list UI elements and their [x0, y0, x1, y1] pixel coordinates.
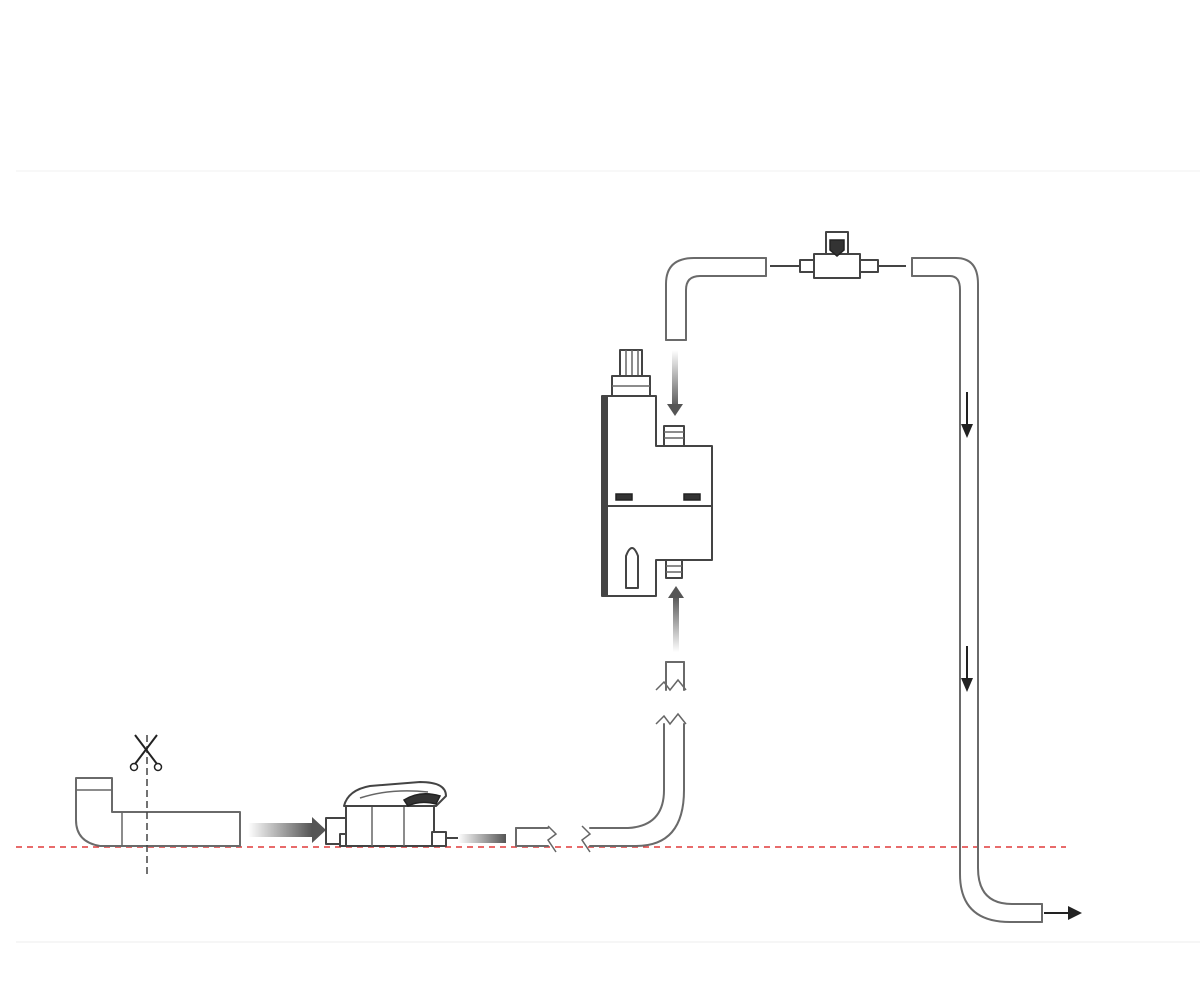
- pump-outlet-arrow: [667, 350, 683, 416]
- appliance-drain-elbow: [75, 777, 241, 847]
- vent-valve-fitting: [770, 231, 906, 279]
- scissors-icon: [129, 734, 163, 876]
- pump-unit: [601, 349, 713, 597]
- arrow-down-icon: [961, 392, 973, 438]
- collection-tank: [325, 781, 447, 847]
- drain-drop-tube: [911, 257, 1043, 923]
- tank-outlet-tube: [446, 834, 506, 843]
- connecting-tube-horizontal: [515, 712, 687, 853]
- pump-inlet-arrow: [668, 586, 684, 652]
- inflow-arrow: [248, 817, 326, 843]
- arrow-right-icon: [1044, 906, 1082, 920]
- discharge-tube-riser: [665, 257, 767, 341]
- connecting-tube-vertical: [655, 661, 687, 692]
- arrow-down-icon-lower: [961, 646, 973, 692]
